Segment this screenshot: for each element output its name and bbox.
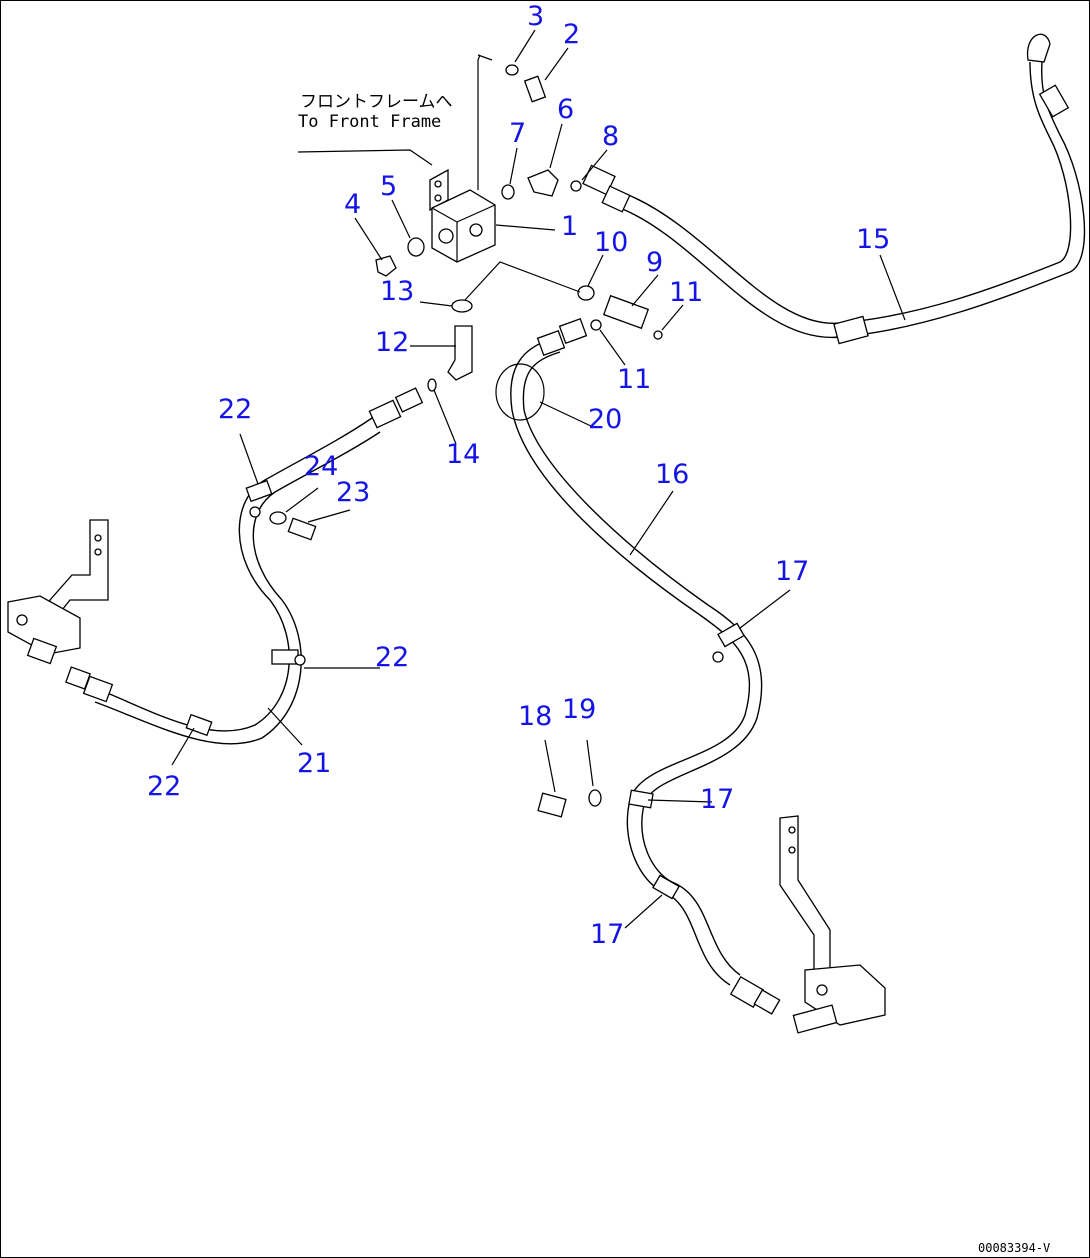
- hose-16: [495, 317, 781, 1015]
- callout-15: 15: [856, 224, 890, 255]
- callout-3: 3: [527, 1, 544, 32]
- callout-23: 23: [336, 477, 370, 508]
- callouts: 3 2 6 7 8 5 4 1 10 9 11 13 12 11 20 14 2…: [147, 1, 890, 950]
- callout-10: 10: [594, 227, 628, 258]
- hose-15: [582, 33, 1086, 345]
- callout-21: 21: [297, 748, 331, 779]
- callout-22-b: 22: [375, 642, 409, 673]
- callout-11-b: 11: [617, 364, 651, 395]
- callout-6: 6: [557, 94, 574, 125]
- callout-22-c: 22: [147, 771, 181, 802]
- callout-20: 20: [588, 404, 622, 435]
- callout-17-b: 17: [700, 784, 734, 815]
- left-bracket: [7, 519, 109, 665]
- callout-22-a: 22: [218, 394, 252, 425]
- callout-5: 5: [380, 171, 397, 202]
- callout-18: 18: [518, 701, 552, 732]
- callout-14: 14: [446, 439, 480, 470]
- note-english: To Front Frame: [298, 112, 441, 132]
- callout-16: 16: [655, 459, 689, 490]
- valve-block-1: [429, 54, 496, 263]
- callout-12: 12: [375, 327, 409, 358]
- drawing-code: 00083394-V: [978, 1241, 1050, 1255]
- fittings: [269, 64, 663, 818]
- callout-1: 1: [561, 211, 578, 242]
- leader-lines: [171, 29, 906, 929]
- callout-24: 24: [304, 451, 338, 482]
- callout-9: 9: [646, 247, 663, 278]
- callout-13: 13: [380, 276, 414, 307]
- callout-7: 7: [509, 118, 526, 149]
- callout-17-c: 17: [590, 919, 624, 950]
- callout-4: 4: [344, 189, 361, 220]
- callout-2: 2: [563, 19, 580, 50]
- callout-19: 19: [562, 694, 596, 725]
- right-bracket: [779, 815, 886, 1034]
- hose-21: [65, 387, 424, 745]
- callout-11-a: 11: [669, 277, 703, 308]
- callout-17-a: 17: [775, 556, 809, 587]
- note-japanese: フロントフレームへ: [300, 92, 453, 112]
- callout-8: 8: [602, 121, 619, 152]
